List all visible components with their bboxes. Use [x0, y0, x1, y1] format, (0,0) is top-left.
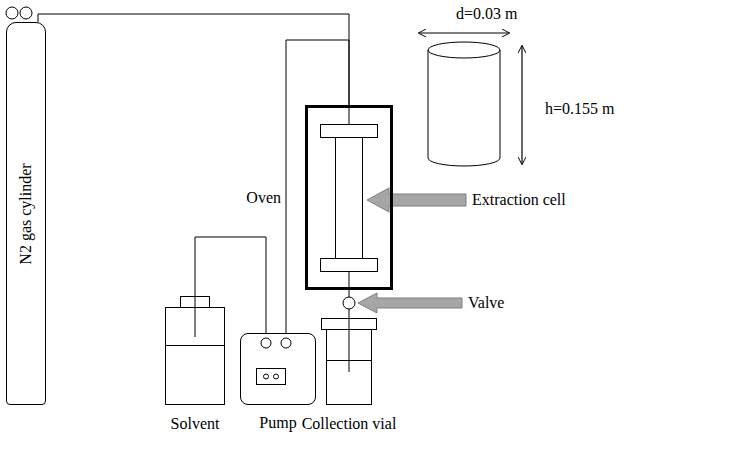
- component-label: Pump: [259, 414, 296, 432]
- cylinder-knob: [6, 7, 18, 19]
- cell-sketch-top: [428, 42, 500, 58]
- vial-tube: [349, 318, 350, 372]
- collection-vial: Collection vial: [321, 318, 377, 405]
- dimension-label: d=0.03 m: [456, 5, 517, 23]
- solvent-tube: [195, 296, 196, 337]
- pipe-line: [195, 237, 266, 333]
- extraction-cell-tube: [336, 138, 363, 259]
- cell-sketch-side: [428, 50, 429, 158]
- cell-sketch-side: [500, 50, 501, 158]
- component-label: Collection vial: [302, 415, 397, 433]
- pump-button: [264, 374, 269, 379]
- cylinder-knob: [20, 7, 32, 19]
- component-label: Solvent: [171, 415, 220, 433]
- solvent-bottle: Solvent: [165, 296, 225, 405]
- callout-arrow: [367, 188, 466, 212]
- cell-end-cap: [321, 259, 378, 272]
- oven-box: Oven: [305, 105, 393, 290]
- cell-sketch-bottom: [428, 158, 500, 166]
- pump-port: [261, 338, 271, 348]
- pump-port: [281, 338, 291, 348]
- dimension-arrow: [521, 46, 522, 164]
- dimension-label: h=0.155 m: [545, 100, 614, 118]
- callout-arrow: [358, 293, 462, 313]
- pipe-line: [38, 14, 349, 105]
- liquid-level: [166, 345, 225, 346]
- dimension-arrow: [419, 32, 509, 33]
- pump-button: [274, 374, 279, 379]
- component-label: N2 gas cylinder: [17, 163, 35, 264]
- gas-cylinder: N2 gas cylinder: [6, 22, 46, 405]
- valve-symbol: [343, 297, 355, 309]
- pump-box: Pump: [240, 333, 316, 405]
- callout-label: Extraction cell: [472, 191, 566, 209]
- cell-end-cap: [321, 125, 378, 138]
- callout-label: Valve: [468, 294, 504, 312]
- component-label: Oven: [246, 188, 281, 206]
- pump-display: [257, 369, 286, 385]
